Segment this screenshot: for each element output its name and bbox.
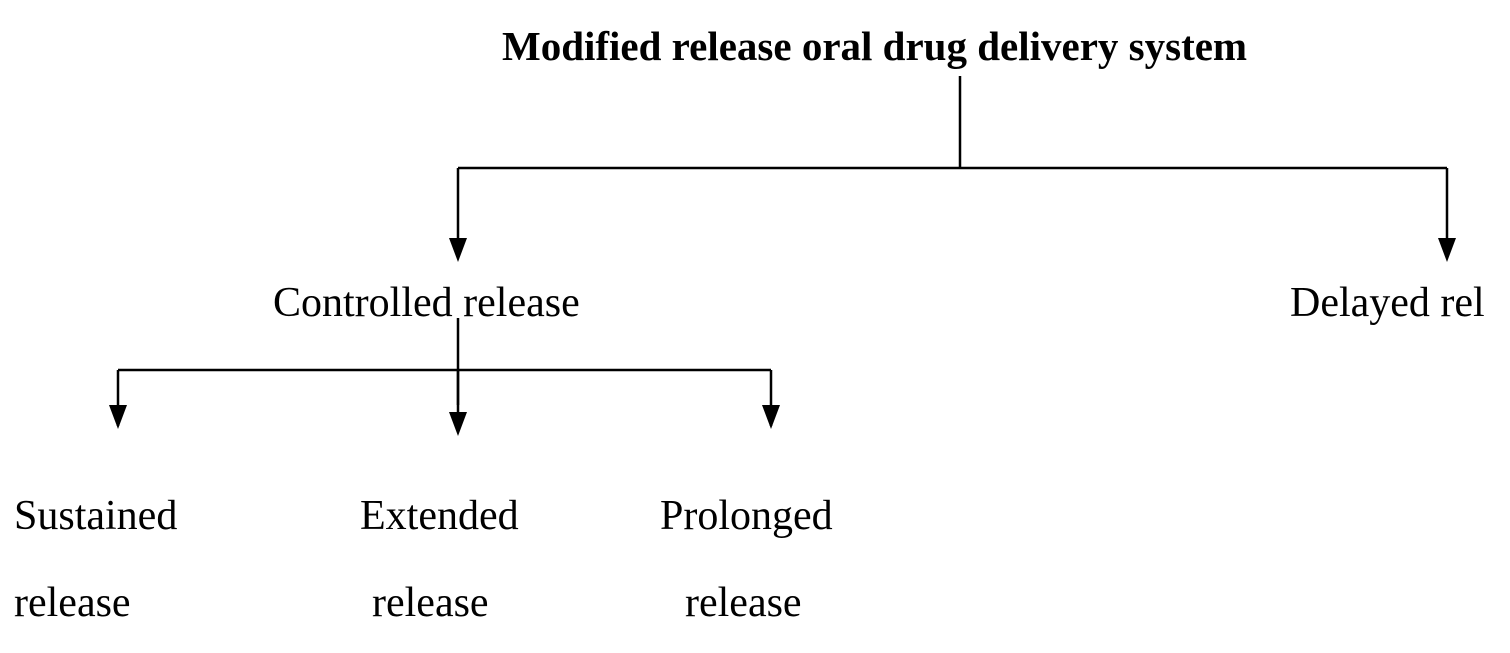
- sustained-arrowhead: [109, 405, 127, 429]
- extended-arrowhead: [449, 412, 467, 436]
- controlled-release-label: Controlled release: [273, 280, 580, 326]
- prolonged-release-line2: release: [685, 580, 802, 626]
- delayed-arrowhead: [1438, 238, 1456, 262]
- controlled-arrowhead: [449, 238, 467, 262]
- extended-release-line2: release: [372, 580, 489, 626]
- prolonged-release-line1: Prolonged: [660, 493, 833, 539]
- prolonged-arrowhead: [762, 405, 780, 429]
- root-node-label: Modified release oral drug delivery syst…: [502, 23, 1248, 69]
- sustained-release-line2: release: [14, 580, 131, 626]
- extended-release-line1: Extended: [360, 493, 519, 539]
- sustained-release-line1: Sustained: [14, 493, 178, 539]
- delayed-release-label: Delayed rel: [1290, 280, 1485, 326]
